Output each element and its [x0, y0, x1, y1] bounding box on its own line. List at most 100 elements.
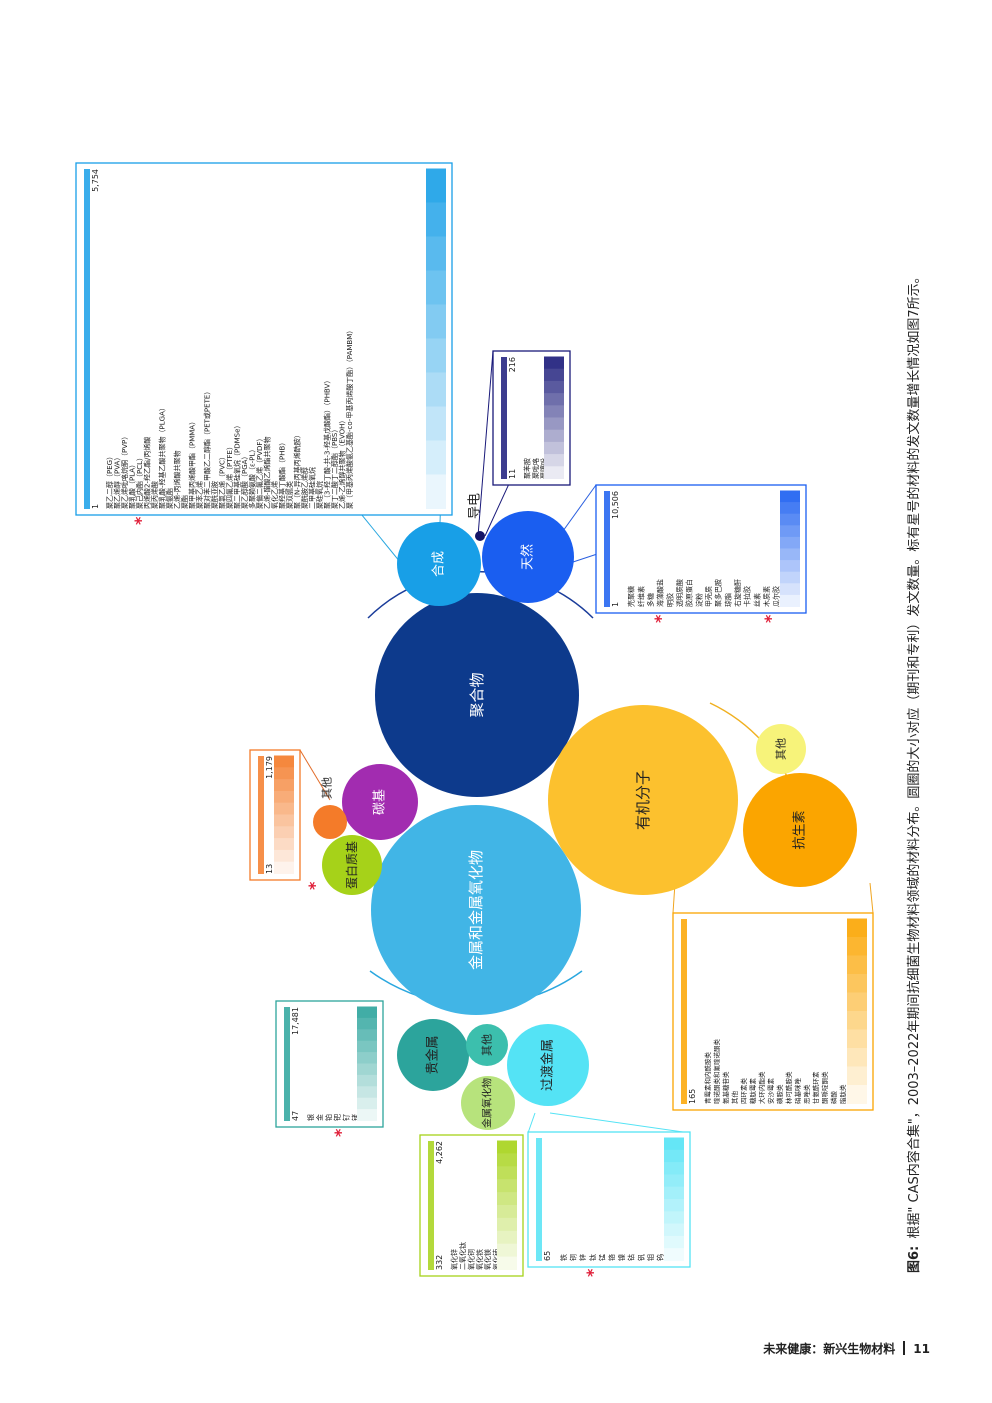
- legend-max: 17,481: [291, 1007, 300, 1035]
- legend-min: 1: [611, 602, 620, 607]
- heatmap-cell: [544, 380, 564, 394]
- metal-bubble[interactable]: [371, 805, 581, 1015]
- heatmap-cell: [780, 548, 800, 561]
- heatmap-cell: [664, 1235, 684, 1249]
- heatmap-cell: [664, 1248, 684, 1261]
- metal-oxide-label: 金属氧化物: [481, 1078, 494, 1128]
- heatmap-cell: [780, 490, 800, 503]
- legend-bar: [258, 756, 264, 874]
- heatmap-cell: [780, 594, 800, 607]
- panel-transition: 65铁铜锌钛锰铬镍钴钒钼钨铌锆*: [527, 1131, 691, 1277]
- protein-label: 蛋白质基: [344, 841, 359, 889]
- other-metal-label: 其他: [481, 1034, 494, 1056]
- synthetic-bubble[interactable]: [397, 522, 481, 606]
- transition-bubble[interactable]: [507, 1024, 589, 1106]
- panel-item: 瓜尔胶: [772, 586, 781, 607]
- other-small-bubble[interactable]: [756, 724, 806, 774]
- heatmap-cell: [426, 338, 446, 373]
- legend-bar: [604, 491, 610, 607]
- panel-frame: [595, 484, 807, 614]
- noble-label: 贵金属: [425, 1035, 441, 1074]
- other-carbon-bubble[interactable]: [313, 805, 347, 839]
- panel-item: 钛: [588, 1254, 597, 1261]
- metal-oxide-bubble[interactable]: [461, 1076, 515, 1130]
- heatmap-cell: [274, 779, 294, 792]
- heatmap-cell: [274, 767, 294, 780]
- bubbles: [313, 511, 857, 1130]
- other-metal-bubble[interactable]: [466, 1024, 508, 1066]
- panel-item: 纤维素: [636, 586, 645, 607]
- polymer-label: 聚合物: [468, 672, 486, 717]
- panel-item: 多聚赖氨酸（ε-PL）: [248, 446, 257, 509]
- panel-item: 壳聚糖: [627, 586, 636, 607]
- heatmap-cell: [274, 861, 294, 874]
- carbon-bubble[interactable]: [342, 764, 418, 840]
- heatmap-cell: [544, 368, 564, 382]
- panel-item: 右旋糖酐: [733, 579, 742, 607]
- legend-max: 4,262: [435, 1141, 444, 1164]
- legend-bar: [501, 357, 507, 479]
- panel-item: 钼: [646, 1254, 655, 1261]
- panel-item: 磷酸: [829, 1091, 838, 1105]
- legend-min: 11: [508, 469, 517, 479]
- heatmap-cell: [357, 1029, 377, 1042]
- panel-item: 聚（甲基丙烯酸氨乙基酯-co-甲基丙烯酸丁酯）（PAMBM）: [345, 327, 354, 509]
- polymer-bubble[interactable]: [375, 593, 579, 797]
- heatmap-cell: [664, 1149, 684, 1163]
- panel-carbon: 131,179陶瓷不锈钢Mxene*: [249, 749, 324, 890]
- heatmap-cell: [357, 1040, 377, 1053]
- legend-bar: [536, 1138, 542, 1261]
- panel-item: 大环内酯类: [757, 1071, 766, 1104]
- panel-item: 聚甲基丙烯酸甲酯（PMMA）: [188, 418, 197, 509]
- heatmap-cell: [664, 1137, 684, 1151]
- natural-bubble[interactable]: [482, 511, 574, 603]
- heatmap-cell: [544, 393, 564, 406]
- heatmap-cell: [497, 1153, 517, 1167]
- heatmap-cell: [664, 1199, 684, 1212]
- small-molecule-bubble[interactable]: [548, 705, 738, 895]
- protein-bubble[interactable]: [322, 835, 382, 895]
- legend-max: 1,179: [265, 756, 274, 779]
- legend-min: 332: [435, 1255, 444, 1270]
- panel-frame: [527, 1131, 691, 1268]
- panel-item: 氧化铁: [475, 1249, 484, 1270]
- panel-item: 透明质酸: [675, 579, 684, 607]
- heatmap-cell: [274, 826, 294, 839]
- panel-item: 聚氯乙烯（PVC）: [218, 453, 227, 509]
- antibiotic-label: 抗生素: [793, 810, 808, 849]
- panel-item: 聚乳酸（PLA）: [128, 461, 137, 509]
- heatmap-cell: [664, 1174, 684, 1188]
- noble-bubble[interactable]: [397, 1019, 469, 1091]
- panel-item: 聚对苯二甲酸乙二醇酯（PET或PETE）: [203, 388, 212, 509]
- heatmap-cell: [847, 974, 867, 993]
- panel-item: 林可酰胺类: [784, 1071, 793, 1104]
- heatmap-cell: [426, 236, 446, 271]
- conductive-bubble[interactable]: [475, 531, 485, 541]
- panel-item: 聚丙烯酸: [150, 481, 159, 509]
- heatmap-cell: [497, 1140, 517, 1154]
- panel-item: 氧化铜: [466, 1249, 475, 1270]
- heatmap-cell: [847, 1085, 867, 1104]
- heatmap-cell: [780, 583, 800, 596]
- heatmap-cell: [664, 1211, 684, 1225]
- panel-frame: [275, 1000, 384, 1128]
- legend-bar: [681, 919, 687, 1104]
- panel-item: 聚多巴胺: [714, 579, 723, 607]
- panel-item: 钒: [636, 1254, 645, 1261]
- panel-item: 氨基糖苷类: [721, 1071, 730, 1104]
- panel-item: 氧化乙烯: [270, 481, 279, 509]
- heatmap-cell: [497, 1204, 517, 1219]
- heatmap-cell: [357, 1052, 377, 1064]
- legend-min: 65: [543, 1251, 552, 1261]
- heatmap-cell: [274, 802, 294, 815]
- panel-item: 聚偏二氟乙烯（PVDF）: [255, 435, 264, 509]
- heatmap-cell: [497, 1256, 517, 1270]
- panel-item: 多糖: [646, 593, 655, 607]
- panel-item: 聚苯乙烯: [195, 481, 204, 509]
- antibiotic-bubble[interactable]: [743, 773, 857, 887]
- panel-item: 青霉素和内酰胺类: [703, 1052, 712, 1105]
- panel-item: 聚（N-异丙基丙烯酰胺）: [293, 431, 302, 509]
- heatmap-cell: [426, 202, 446, 237]
